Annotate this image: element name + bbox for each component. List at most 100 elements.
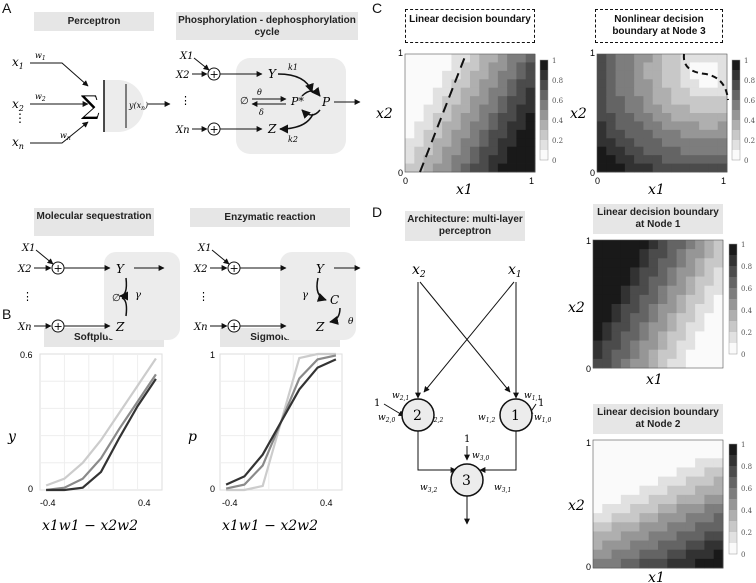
svg-text:x2: x2 xyxy=(412,262,426,280)
heat-cell xyxy=(593,249,603,259)
colorbar: 00.20.40.60.81 xyxy=(728,241,753,359)
heat-cell xyxy=(630,267,640,277)
heat-cell xyxy=(460,96,471,105)
heat-cell xyxy=(704,313,715,323)
heat-cell xyxy=(620,513,631,523)
heat-cell xyxy=(611,276,622,287)
heat-cell xyxy=(414,129,424,139)
heat-cell xyxy=(667,240,677,250)
heat-cell xyxy=(704,285,715,296)
heat-cell xyxy=(620,504,631,514)
svg-text:⋮: ⋮ xyxy=(198,290,209,303)
heat-cell xyxy=(432,96,443,105)
heat-cell xyxy=(451,155,462,164)
heat-cell xyxy=(671,155,681,164)
heat-cell xyxy=(639,340,650,351)
heat-cell xyxy=(717,121,728,131)
colorbar-tick: 0.4 xyxy=(741,507,753,515)
heat-cell xyxy=(689,113,700,122)
svg-text:1: 1 xyxy=(398,48,403,58)
heat-cell xyxy=(658,494,668,505)
heat-cell xyxy=(639,331,650,341)
heat-cell xyxy=(630,258,640,268)
heat-cell xyxy=(671,96,681,105)
heat-cell xyxy=(593,476,603,487)
heat-cell xyxy=(699,79,709,89)
svg-text:⋮: ⋮ xyxy=(180,94,191,107)
heat-cell xyxy=(643,70,654,80)
colorbar-tick: 0 xyxy=(741,351,745,359)
heat-cell xyxy=(671,87,681,97)
heat-cell xyxy=(667,476,677,487)
heat-cell xyxy=(525,146,536,156)
heat-cell xyxy=(685,358,696,369)
heat-cell xyxy=(479,70,489,80)
heat-cell xyxy=(488,70,499,80)
heat-cell xyxy=(442,79,452,89)
heat-cell xyxy=(713,485,724,496)
heat-cell xyxy=(630,313,640,323)
plot-frame xyxy=(404,53,536,173)
heat-cell xyxy=(620,358,631,369)
heat-cell xyxy=(525,121,536,131)
heat-cell xyxy=(624,104,635,114)
heat-cell xyxy=(704,304,715,314)
heat-cell xyxy=(611,485,622,496)
heat-cell xyxy=(667,494,677,505)
colorbar-step xyxy=(732,120,740,131)
heat-cell xyxy=(717,163,728,173)
heat-cell xyxy=(432,104,443,114)
heat-cell xyxy=(689,54,700,63)
heat-cell xyxy=(423,87,434,97)
heat-cell xyxy=(414,121,424,131)
heat-cell xyxy=(639,494,650,505)
heat-cell xyxy=(630,504,640,514)
heat-cell xyxy=(676,558,687,569)
enzymatic-title: Enzymatic reaction xyxy=(190,208,350,227)
heat-cell xyxy=(593,558,603,569)
heat-cell xyxy=(658,449,668,459)
heat-cell xyxy=(662,104,672,114)
heat-cell xyxy=(451,146,462,156)
colorbar-step xyxy=(540,140,548,151)
heat-cell xyxy=(620,313,631,323)
heat-cell xyxy=(488,54,499,63)
heat-cell xyxy=(611,331,622,341)
heat-cell xyxy=(648,276,659,287)
heat-cell xyxy=(676,322,687,332)
heat-cell xyxy=(593,531,603,541)
heat-cell xyxy=(624,121,635,131)
svg-text:X2: X2 xyxy=(193,264,207,275)
heat-cell xyxy=(695,240,705,250)
svg-text:2: 2 xyxy=(413,408,422,424)
heat-cell xyxy=(630,549,640,560)
heat-cell xyxy=(620,485,631,496)
heat-cell xyxy=(639,322,650,332)
linear-ylabel: x2 xyxy=(376,106,393,122)
heat-cell xyxy=(620,458,631,468)
heat-cell xyxy=(648,267,659,277)
heat-cell xyxy=(525,62,536,72)
svg-text:w1,1: w1,1 xyxy=(524,391,541,402)
heat-cell xyxy=(704,476,715,487)
heat-cell xyxy=(689,155,700,164)
heat-cell xyxy=(658,304,668,314)
heat-cell xyxy=(414,146,424,156)
heat-cell xyxy=(676,240,687,250)
heat-cell xyxy=(648,240,659,250)
heat-cell xyxy=(667,322,677,332)
heat-cell xyxy=(704,240,715,250)
heat-cell xyxy=(648,304,659,314)
colorbar-tick: 0.6 xyxy=(744,97,756,105)
heat-cell xyxy=(615,104,626,114)
heat-cell xyxy=(593,485,603,496)
heat-cell xyxy=(602,440,612,450)
heat-cell xyxy=(488,129,499,139)
heat-cell xyxy=(676,249,687,259)
heat-cell xyxy=(615,121,626,131)
heat-cell xyxy=(624,54,635,63)
svg-text:1: 1 xyxy=(210,350,215,360)
heat-cell xyxy=(652,138,663,148)
heat-cell xyxy=(708,104,719,114)
node2-plot-title: Linear decision boundary at Node 2 xyxy=(593,404,723,434)
